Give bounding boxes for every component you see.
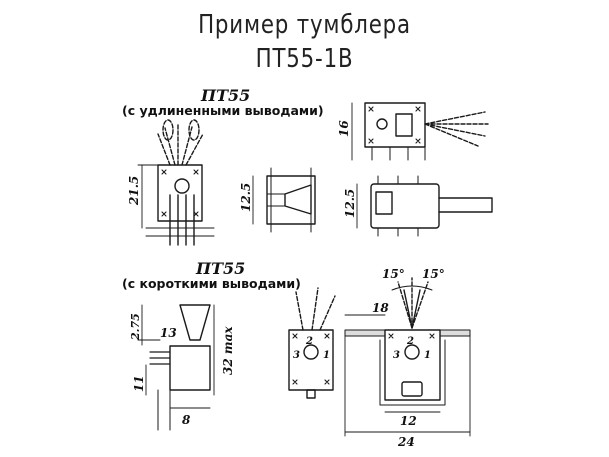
dim-8: 8 [182, 413, 191, 427]
mount-pin-2: 2 [406, 336, 414, 347]
angle-right: 15° [422, 267, 445, 281]
front-pin-2: 2 [305, 336, 313, 347]
short-mount-view: 15° 15° 3 1 2 18 12 24 [344, 267, 471, 449]
short-profile-view: 2.75 13 32 max 11 8 [129, 304, 235, 431]
dim-12: 12 [400, 414, 417, 428]
dim-11: 11 [132, 375, 146, 392]
title-line-2: ПТ55-1В [255, 44, 354, 74]
title-line-1: Пример тумблера [198, 10, 411, 40]
long-leads-name: ПТ55 [201, 86, 251, 105]
short-leads-name: ПТ55 [196, 259, 246, 278]
dim-18: 18 [372, 301, 389, 315]
front-pin-3: 3 [293, 350, 300, 361]
long-front-view: 21.5 [127, 119, 215, 246]
angle-left: 15° [382, 267, 405, 281]
dim-21-5: 21.5 [127, 176, 141, 206]
short-front-view: 3 1 2 [288, 287, 336, 399]
short-leads-note: (с короткими выводами) [122, 276, 301, 291]
long-top-view: 16 [337, 102, 489, 161]
long-right-view: 12.5 [343, 175, 493, 237]
dim-24: 24 [397, 435, 415, 449]
mount-pin-1: 1 [424, 350, 431, 361]
dim-32-max: 32 max [221, 326, 235, 375]
long-leads-note: (с удлиненными выводами) [122, 103, 324, 118]
dim-16: 16 [337, 120, 351, 137]
front-pin-1: 1 [323, 350, 330, 361]
dim-13: 13 [160, 326, 177, 340]
dim-12-5-b: 12.5 [343, 189, 357, 218]
long-side-view: 12.5 [239, 167, 316, 233]
dim-12-5-a: 12.5 [239, 183, 253, 212]
mount-pin-3: 3 [393, 350, 400, 361]
dim-2-75: 2.75 [129, 313, 142, 341]
